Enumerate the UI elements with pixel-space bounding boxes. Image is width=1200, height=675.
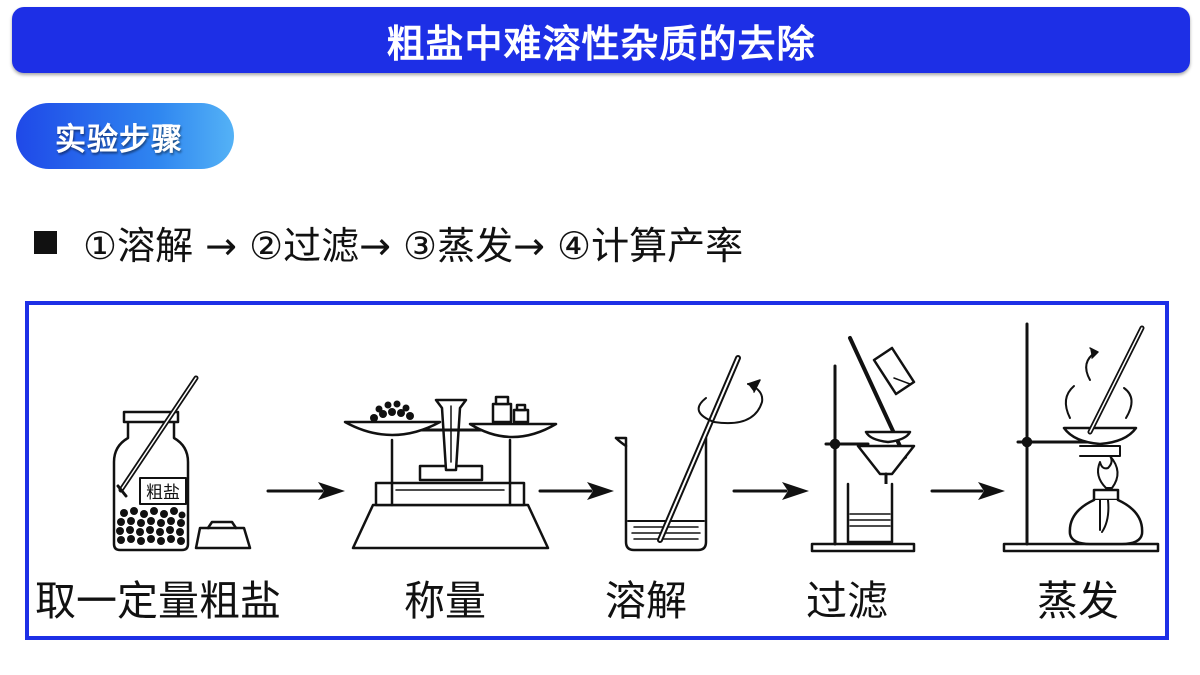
square-bullet-icon — [34, 230, 57, 254]
diagram-frame — [25, 301, 1169, 640]
page-title: 粗盐中难溶性杂质的去除 — [386, 21, 816, 66]
section-pill: 实验步骤 — [16, 103, 234, 169]
step-label-dissolve: 溶解 — [605, 577, 687, 625]
arrow-right-icon — [930, 482, 1005, 500]
reagent-jar-icon — [112, 375, 252, 552]
evaporation-setup-icon — [1002, 322, 1160, 553]
arrow-right-icon — [732, 482, 809, 500]
arrow-right-icon — [538, 482, 614, 500]
arrow-right-icon — [266, 482, 345, 500]
step-label-filter: 过滤 — [806, 577, 888, 625]
step-label-evaporate: 蒸发 — [1037, 577, 1119, 625]
filtration-setup-icon — [810, 336, 916, 553]
title-bar: 粗盐中难溶性杂质的去除 — [12, 7, 1190, 73]
section-title: 实验步骤 — [55, 121, 183, 158]
jar-label: 粗盐 — [146, 483, 180, 503]
balance-icon — [343, 395, 558, 550]
steps-bullet-row: ①溶解 → ②过滤→ ③蒸发→ ④计算产率 — [34, 216, 743, 268]
step-label-take-salt: 取一定量粗盐 — [35, 577, 281, 625]
beaker-icon — [614, 355, 764, 552]
step-label-weigh: 称量 — [404, 577, 486, 625]
steps-line: ①溶解 → ②过滤→ ③蒸发→ ④计算产率 — [83, 223, 744, 268]
